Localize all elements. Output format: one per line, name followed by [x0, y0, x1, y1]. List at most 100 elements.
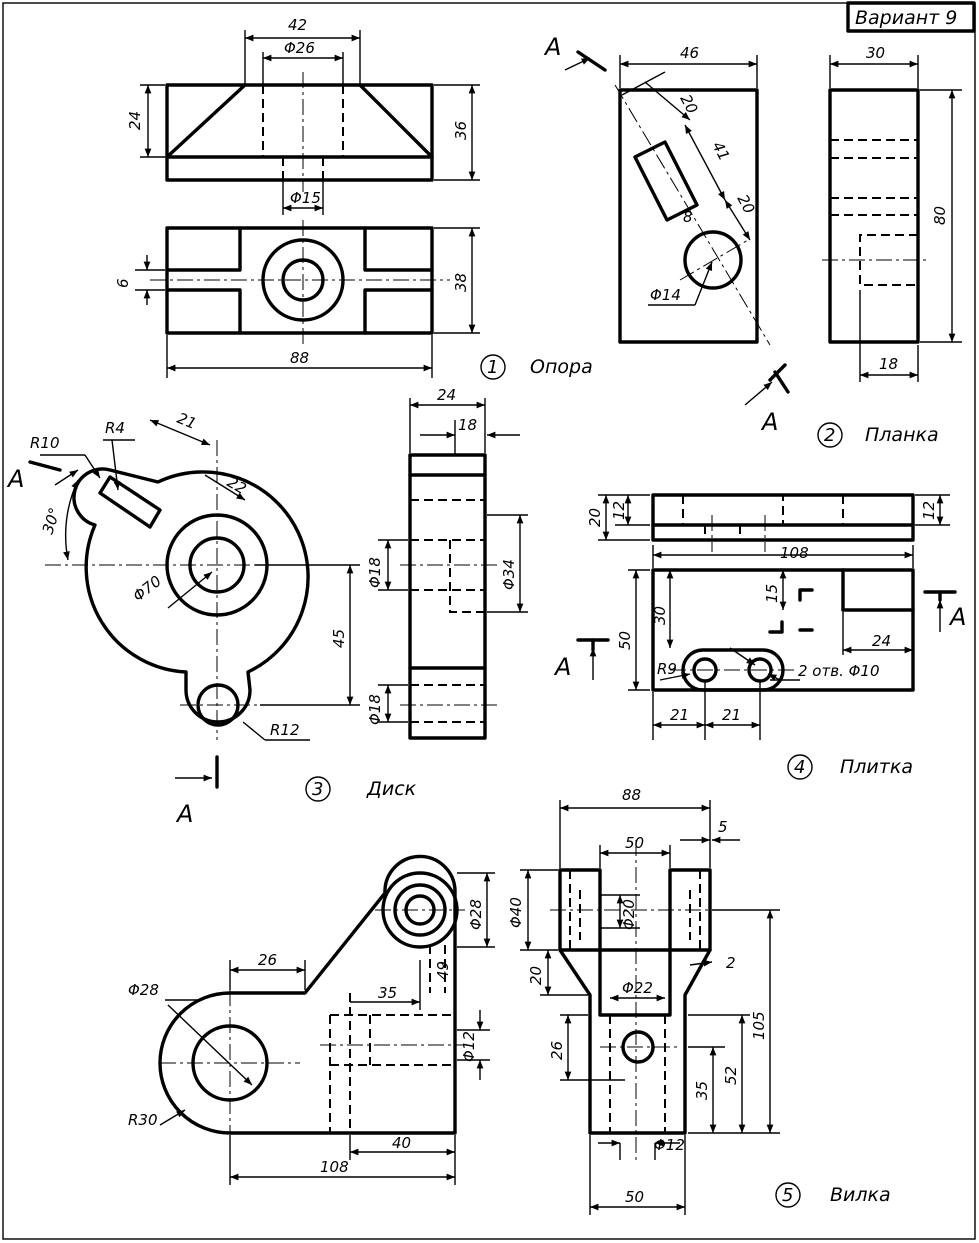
disk-side-outline — [408, 453, 487, 740]
disk-dim-18: 18 — [458, 416, 477, 434]
planka-dim-8: 8 — [683, 208, 693, 226]
vilka-dim-50a: 50 — [625, 834, 644, 852]
vilka-dim-35b: 35 — [693, 1081, 711, 1100]
part-5-vilka: Φ28 26 35 Φ28 49 Φ12 R30 40 108 88 50 5 — [128, 786, 891, 1215]
disk-dim-phi34: Φ34 — [500, 559, 518, 590]
planka-section-a-top: A — [543, 33, 561, 61]
vilka-dim-52: 52 — [722, 1066, 740, 1085]
planka-dim-80: 80 — [931, 206, 949, 225]
disk-dim-r12: R12 — [270, 721, 300, 739]
opora-dim-38: 38 — [452, 273, 470, 292]
plitka-number-circle — [787, 754, 813, 780]
planka-dim-30: 30 — [866, 44, 885, 62]
vilka-dim-5: 5 — [718, 818, 728, 836]
plitka-dim-12b: 12 — [920, 501, 938, 520]
vilka-dim-phi22: Φ22 — [622, 979, 653, 997]
vilka-dim-26b: 26 — [548, 1041, 566, 1060]
variant-label: Вариант 9 — [855, 7, 957, 29]
part-3-disk: R10 R4 21 22 30° Φ70 45 R12 24 18 Φ18 Φ3… — [6, 386, 528, 828]
planka-number: 2 — [824, 425, 835, 446]
disk-dim-phi18b: Φ18 — [366, 694, 384, 725]
vilka-dim-phi12b: Φ12 — [654, 1136, 685, 1154]
vilka-dim-49: 49 — [434, 961, 452, 980]
plitka-dim-21b: 21 — [722, 706, 741, 724]
disk-section-a-left: A — [6, 465, 24, 493]
plitka-dim-24: 24 — [872, 632, 891, 650]
vilka-dim-phi20: Φ20 — [620, 899, 638, 930]
plitka-dim-r9: R9 — [657, 660, 677, 678]
part-1-opora: 42 Φ26 24 36 Φ15 6 38 88 1 Опора — [114, 16, 593, 380]
vilka-dim-2: 2 — [726, 954, 736, 972]
opora-title: Опора — [530, 356, 593, 378]
planka-dim-41: 41 — [708, 138, 733, 163]
plitka-dim-108: 108 — [780, 544, 809, 562]
plitka-dim-30: 30 — [651, 606, 669, 625]
disk-outline — [72, 467, 310, 724]
disk-dim-30deg: 30° — [39, 505, 64, 536]
plitka-title: Плитка — [840, 756, 913, 778]
vilka-number: 5 — [782, 1185, 793, 1206]
plitka-front-outline — [651, 493, 915, 542]
opora-dim-88: 88 — [290, 349, 309, 367]
plitka-hole-left — [692, 657, 718, 683]
disk-slot — [98, 475, 162, 529]
planka-front-outline — [618, 88, 759, 344]
plitka-number: 4 — [794, 757, 805, 778]
part-2-planka: 46 20 41 20 8 Φ14 30 80 18 A A 2 Планка — [543, 33, 962, 448]
planka-title: Планка — [865, 424, 939, 446]
part-4-plitka: 20 12 12 108 50 30 15 24 R9 2 отв. Φ10 2… — [553, 493, 966, 780]
vilka-title: Вилка — [830, 1184, 891, 1206]
opora-dim-24: 24 — [126, 111, 144, 130]
opora-dim-phi15: Φ15 — [290, 189, 321, 207]
disk-number-circle — [305, 776, 331, 802]
disk-section-a-bottom: A — [175, 800, 193, 828]
opora-number-circle — [480, 354, 506, 380]
vilka-dim-88: 88 — [622, 786, 641, 804]
opora-dim-6: 6 — [114, 278, 132, 288]
planka-dim-20a: 20 — [676, 91, 701, 116]
vilka-dim-26: 26 — [258, 951, 277, 969]
opora-number: 1 — [487, 357, 498, 378]
plitka-dim-2holes: 2 отв. Φ10 — [798, 662, 880, 680]
planka-section-a-bottom: A — [760, 408, 778, 436]
disk-dim-21: 21 — [175, 409, 199, 433]
opora-dim-36: 36 — [452, 121, 470, 140]
vilka-side-outline — [558, 868, 712, 1135]
opora-front-outline — [165, 83, 434, 182]
vilka-number-circle — [775, 1182, 801, 1208]
disk-dim-24: 24 — [437, 386, 456, 404]
opora-dim-phi26: Φ26 — [284, 39, 315, 57]
disk-dim-45: 45 — [330, 629, 348, 648]
disk-dim-22: 22 — [224, 473, 250, 498]
vilka-dim-105: 105 — [750, 1011, 768, 1040]
disk-dim-phi18a: Φ18 — [366, 557, 384, 588]
vilka-dim-phi28b: Φ28 — [467, 899, 485, 930]
planka-number-circle — [817, 422, 843, 448]
disk-number: 3 — [312, 779, 323, 800]
vilka-dim-20: 20 — [527, 966, 545, 985]
vilka-dim-phi40: Φ40 — [507, 897, 525, 928]
disk-title: Диск — [366, 778, 417, 800]
plitka-dim-21a: 21 — [670, 706, 689, 724]
planka-slot — [633, 140, 699, 222]
plitka-dim-20: 20 — [586, 508, 604, 527]
planka-dim-46: 46 — [680, 44, 699, 62]
planka-dim-phi14: Φ14 — [650, 286, 681, 304]
plitka-dim-50: 50 — [616, 631, 634, 650]
vilka-dim-40: 40 — [392, 1134, 411, 1152]
disk-dim-phi70: Φ70 — [129, 572, 164, 605]
disk-dim-r10: R10 — [30, 434, 60, 452]
plitka-section-a-left: A — [553, 653, 571, 681]
vilka-dim-r30: R30 — [128, 1111, 158, 1129]
vilka-dim-phi12a: Φ12 — [460, 1031, 478, 1062]
plitka-dim-12a: 12 — [610, 501, 628, 520]
planka-hole — [683, 230, 743, 290]
vilka-dim-phi28a: Φ28 — [128, 981, 159, 999]
vilka-dim-35: 35 — [378, 984, 397, 1002]
vilka-front-outline — [158, 854, 457, 1135]
planka-dim-20b: 20 — [733, 191, 758, 216]
vilka-dim-50b: 50 — [625, 1188, 644, 1206]
planka-dim-18: 18 — [879, 355, 898, 373]
